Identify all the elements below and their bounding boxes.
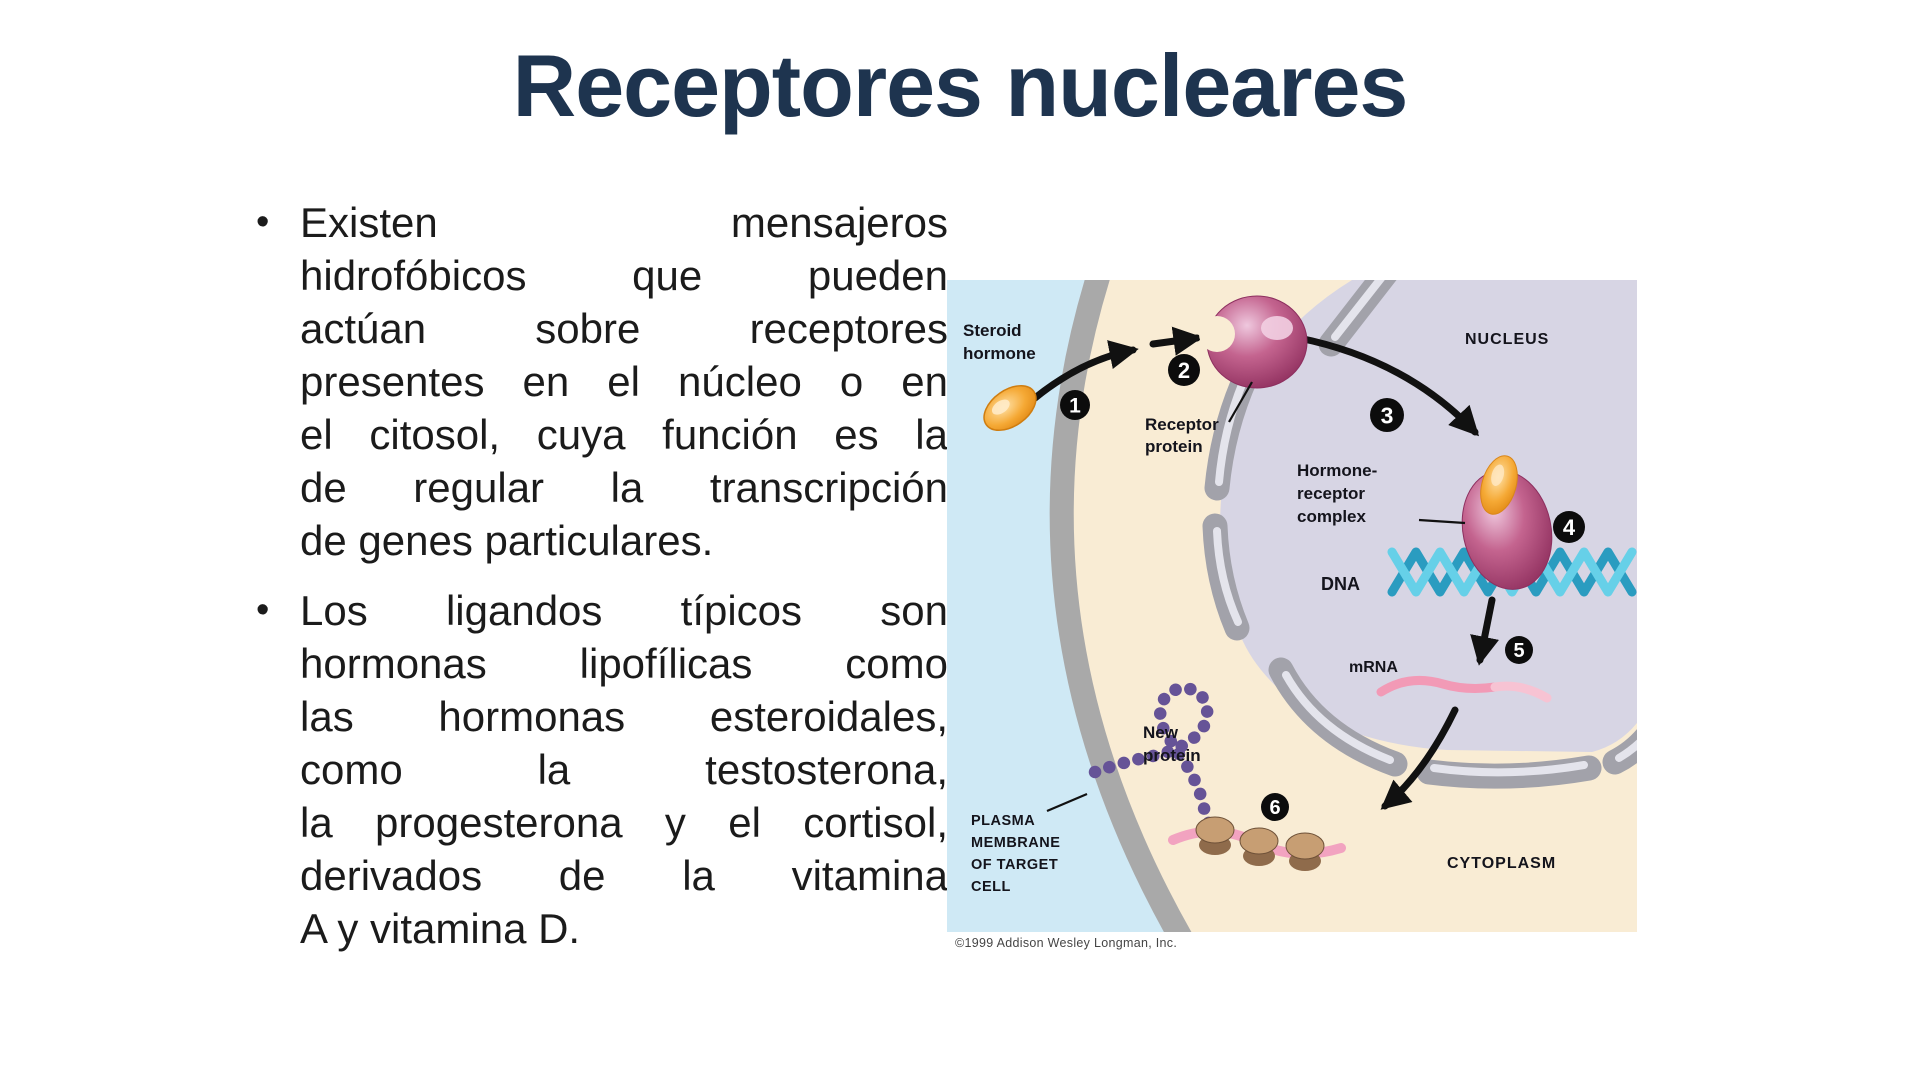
new-protein-chain [1088,682,1220,839]
mrna-strand [1376,675,1552,703]
copyright-credit: ©1999 Addison Wesley Longman, Inc. [955,936,1178,950]
label-cytoplasm: CYTOPLASM [1447,855,1556,872]
label-hormone-receptor-complex: Hormone- receptor complex [1297,461,1382,526]
cell-signaling-diagram: 1 2 3 4 5 6 Ster [947,280,1637,932]
svg-text:4: 4 [1563,515,1576,540]
bullet-line: actúan sobre receptores [300,305,948,352]
bullet-line: hormonas lipofílicas como [300,640,948,687]
label-receptor-protein: Receptor protein [1145,415,1223,456]
bullet-item: • Existen mensajeros hidrofóbicos que pued… [256,196,948,567]
receptor-protein-pointer [1228,381,1253,423]
pathway-arrows [1031,326,1500,810]
bullet-line: derivados de la vitamina [300,852,948,899]
receptor-protein-shape [1199,295,1308,389]
arrow-step2 [1149,326,1203,356]
ribosome [1285,832,1325,871]
nuclear-envelope [1202,280,1637,789]
ribosome [1195,816,1235,855]
bullet-line: de regular la transcripción [300,464,948,511]
label-steroid-hormone: Steroid hormone [963,321,1036,363]
label-nucleus: NUCLEUS [1465,331,1549,348]
label-mrna: mRNA [1349,659,1398,676]
bullet-line: de genes particulares. [300,517,714,564]
bullet-line: hidrofóbicos que pueden [300,252,948,299]
arrow-step1 [1031,340,1139,402]
svg-text:1: 1 [1069,395,1081,418]
label-pointer-lines [1046,381,1466,813]
bullet-line: la progesterona y el cortisol, [300,799,948,846]
bullet-list: • Existen mensajeros hidrofóbicos que pued… [256,196,948,972]
label-new-protein: New protein [1143,723,1201,765]
step-badge-1: 1 [1060,390,1090,420]
arrow-step3 [1295,334,1480,437]
bullet-line: presentes en el núcleo o en [300,358,948,405]
bullet-marker: • [256,589,270,631]
bullet-text: Existen mensajeros hidrofóbicos que puede… [300,196,948,567]
arrow-mrna-to-ribosome [1380,706,1459,810]
steroid-hormone-shape [983,385,1037,431]
svg-text:6: 6 [1269,797,1280,819]
page-title: Receptores nucleares [512,36,1409,135]
bullet-line: las hormonas esteroidales, [300,693,948,740]
label-plasma-membrane: PLASMA MEMBRANE OF TARGET CELL [971,813,1065,895]
step-badge-4: 4 [1553,511,1585,543]
step-badge-2: 2 [1168,354,1200,386]
arrow-step5 [1470,596,1500,666]
nucleus-region [1220,280,1637,752]
bullet-marker: • [256,201,270,243]
svg-text:2: 2 [1178,358,1190,383]
svg-text:3: 3 [1381,402,1394,428]
label-dna: DNA [1321,574,1360,594]
bullet-text: Los ligandos típicos son hormonas lipofíl… [300,584,948,955]
bullet-line: como la testosterona, [300,746,948,793]
step-badges: 1 2 3 4 5 6 [1060,354,1585,821]
bullet-line: Existen mensajeros [300,199,948,246]
translation-complex [1168,816,1346,871]
bullet-line: A y vitamina D. [300,905,581,952]
ribosome [1239,827,1279,866]
step-badge-6: 6 [1261,793,1289,821]
bullet-line: Los ligandos típicos son [300,587,948,634]
step-badge-3: 3 [1370,398,1404,432]
hormone-receptor-complex-shape [1461,455,1553,590]
bullet-item: • Los ligandos típicos son hormonas lipofí… [256,584,948,955]
step-badge-5: 5 [1505,636,1533,664]
bullet-line: el citosol, cuya función es la [300,411,948,458]
complex-pointer [1418,518,1466,525]
plasma-membrane-pointer [1046,792,1088,813]
svg-text:5: 5 [1513,640,1524,662]
